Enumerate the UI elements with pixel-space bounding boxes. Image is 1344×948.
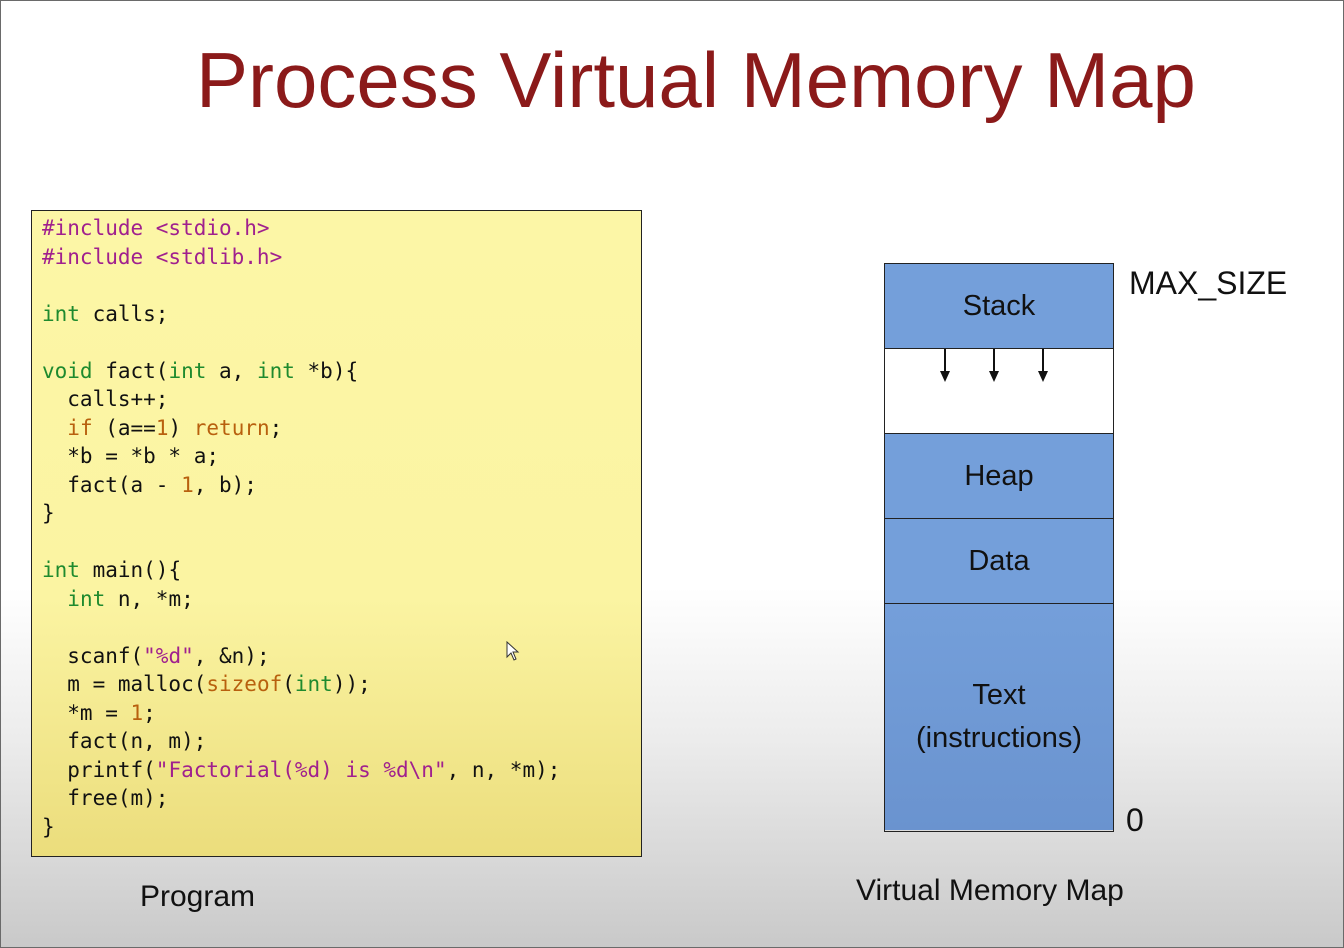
code-token: *m = bbox=[42, 700, 131, 725]
code-token: int bbox=[256, 358, 295, 383]
code-line: scanf("%d", &n); bbox=[42, 642, 560, 671]
code-token: *b = *b * a; bbox=[42, 444, 220, 468]
code-token: fact(n, m); bbox=[42, 729, 207, 753]
code-token: "%d" bbox=[143, 643, 194, 668]
zero-address-label: 0 bbox=[1126, 802, 1144, 838]
code-token: calls; bbox=[79, 301, 169, 326]
code-line bbox=[42, 528, 560, 557]
text-sublabel: (instructions) bbox=[916, 722, 1082, 754]
code-line: } bbox=[42, 499, 560, 528]
code-token: ) bbox=[168, 415, 194, 440]
code-token: #include <stdio.h> bbox=[42, 216, 270, 240]
code-line: calls++; bbox=[42, 385, 560, 414]
data-label: Data bbox=[968, 544, 1030, 577]
code-line: void fact(int a, int *b){ bbox=[42, 357, 560, 386]
code-token: a, bbox=[206, 358, 257, 383]
code-line: fact(n, m); bbox=[42, 727, 560, 756]
down-arrow-line bbox=[993, 349, 995, 372]
slide-title: Process Virtual Memory Map bbox=[196, 36, 1196, 124]
code-token: )); bbox=[332, 672, 371, 696]
code-token: 1 bbox=[130, 700, 144, 725]
program-code-box bbox=[31, 210, 642, 857]
code-line: *m = 1; bbox=[42, 699, 560, 728]
code-token: m = malloc( bbox=[42, 672, 207, 696]
code-token: calls++; bbox=[42, 387, 169, 411]
code-line: int calls; bbox=[42, 300, 560, 329]
code-line: *b = *b * a; bbox=[42, 442, 560, 471]
code-token: (a== bbox=[92, 415, 156, 440]
code-token: free(m); bbox=[42, 786, 169, 810]
code-token: 1 bbox=[181, 472, 194, 497]
code-token: int bbox=[42, 558, 80, 582]
code-line: free(m); bbox=[42, 784, 560, 813]
code-token: } bbox=[42, 814, 55, 839]
code-token: fact(a - bbox=[42, 472, 182, 497]
code-token: if bbox=[67, 415, 93, 440]
down-arrow-line bbox=[944, 349, 946, 372]
down-arrow-icon bbox=[940, 371, 950, 382]
code-token: ( bbox=[282, 672, 295, 696]
code-token: , n, *m); bbox=[446, 757, 561, 782]
code-token: sizeof bbox=[206, 672, 283, 696]
code-token: return bbox=[193, 415, 270, 440]
program-caption: Program bbox=[140, 880, 256, 913]
code-line bbox=[42, 613, 560, 642]
heap-segment: Heap bbox=[885, 434, 1113, 519]
code-token: main(){ bbox=[79, 558, 182, 582]
code-token: , &n); bbox=[193, 643, 270, 668]
code-token: printf( bbox=[42, 757, 156, 782]
code-line: m = malloc(sizeof(int)); bbox=[42, 670, 560, 699]
text-label: Text bbox=[972, 679, 1026, 711]
code-token: ; bbox=[269, 415, 283, 440]
code-token: int bbox=[294, 672, 333, 696]
code-line: if (a==1) return; bbox=[42, 414, 560, 443]
data-segment: Data bbox=[885, 519, 1113, 604]
stack-label: Stack bbox=[962, 289, 1036, 322]
code-line: #include <stdio.h> bbox=[42, 214, 560, 243]
memory-map-caption: Virtual Memory Map bbox=[856, 874, 1124, 907]
code-token: , b); bbox=[193, 472, 257, 497]
code-line bbox=[42, 271, 560, 300]
program-code: #include <stdio.h> #include <stdlib.h> in… bbox=[42, 214, 560, 841]
code-token: n, *m; bbox=[105, 586, 194, 611]
stack-growth-area bbox=[885, 349, 1113, 434]
code-line: int n, *m; bbox=[42, 585, 560, 614]
code-token: ; bbox=[143, 700, 156, 725]
memory-map: Stack Heap Data Text (instructions) bbox=[884, 263, 1114, 832]
code-line bbox=[42, 328, 560, 357]
down-arrow-line bbox=[1042, 349, 1044, 372]
code-token: int bbox=[168, 358, 207, 383]
code-line: printf("Factorial(%d) is %d\n", n, *m); bbox=[42, 756, 560, 785]
code-line: #include <stdlib.h> bbox=[42, 243, 560, 272]
code-token: void bbox=[42, 358, 93, 383]
code-token: #include <stdlib.h> bbox=[42, 244, 283, 269]
heap-label: Heap bbox=[964, 459, 1034, 492]
code-token: fact( bbox=[92, 358, 169, 383]
max-size-label: MAX_SIZE bbox=[1129, 265, 1288, 301]
mouse-cursor-icon bbox=[506, 641, 520, 661]
text-segment: Text (instructions) bbox=[885, 604, 1113, 830]
code-token bbox=[42, 416, 67, 440]
code-token: int bbox=[67, 586, 106, 611]
stack-segment: Stack bbox=[885, 264, 1113, 349]
code-token: } bbox=[42, 501, 55, 525]
code-token: *b){ bbox=[294, 358, 359, 383]
code-line: } bbox=[42, 813, 560, 842]
code-token: "Factorial(%d) is %d\n" bbox=[155, 757, 447, 782]
code-line: fact(a - 1, b); bbox=[42, 471, 560, 500]
code-token: 1 bbox=[155, 415, 169, 440]
code-token bbox=[42, 587, 67, 611]
code-line: int main(){ bbox=[42, 556, 560, 585]
code-token: scanf( bbox=[42, 643, 144, 668]
down-arrow-icon bbox=[1038, 371, 1048, 382]
code-token: int bbox=[42, 301, 80, 326]
down-arrow-icon bbox=[989, 371, 999, 382]
